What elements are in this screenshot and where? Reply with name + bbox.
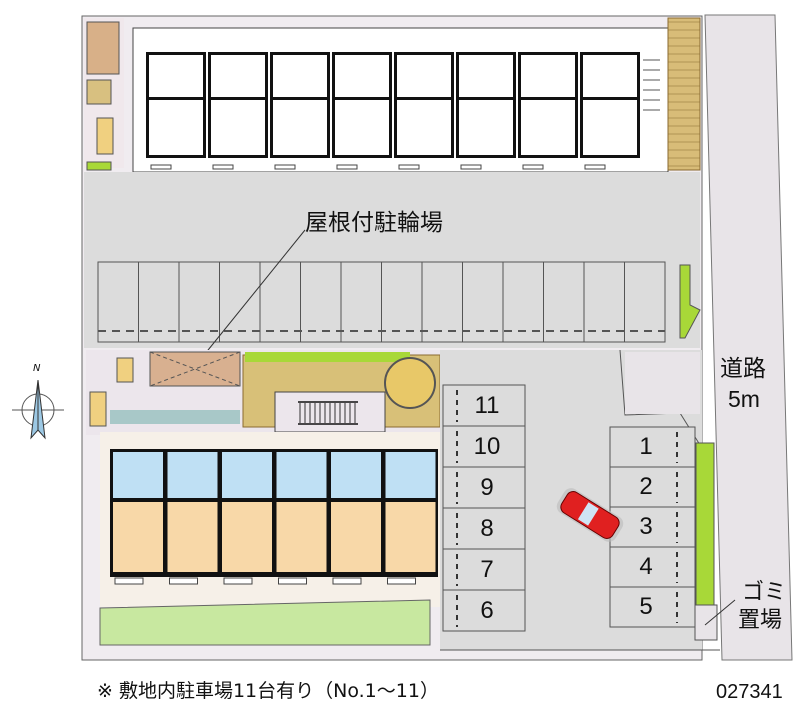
green-belt bbox=[99, 599, 431, 646]
stall bbox=[340, 261, 382, 343]
stall bbox=[381, 261, 423, 343]
stall bbox=[219, 261, 261, 343]
parking-space bbox=[609, 466, 696, 508]
parking-number: 1 bbox=[639, 433, 653, 460]
apartment-unit bbox=[385, 452, 436, 498]
planting bbox=[679, 264, 701, 339]
stall bbox=[502, 261, 544, 343]
garbage-label-2: 置場 bbox=[738, 608, 783, 633]
stall bbox=[421, 261, 463, 343]
road-label: 道路 bbox=[720, 356, 766, 382]
stall bbox=[97, 261, 139, 343]
round-planter bbox=[384, 357, 436, 409]
stall bbox=[138, 261, 180, 343]
bike-shelter-label: 屋根付駐輪場 bbox=[305, 210, 443, 236]
stall bbox=[178, 261, 220, 343]
outdoor-unit bbox=[86, 21, 120, 75]
parking-note: ※ 敷地内駐車場11台有り（No.1～11） bbox=[97, 680, 439, 702]
garbage-area bbox=[694, 604, 718, 641]
parking-space bbox=[609, 506, 696, 548]
property-code: 027341 bbox=[716, 681, 783, 703]
stall bbox=[543, 261, 585, 343]
road bbox=[704, 14, 793, 661]
parking-number: 5 bbox=[639, 593, 653, 620]
apartment-unit bbox=[276, 452, 327, 498]
outdoor-unit bbox=[96, 117, 114, 155]
bottom-building bbox=[110, 449, 438, 577]
apartment-unit bbox=[331, 452, 381, 498]
stall bbox=[300, 261, 342, 343]
outdoor-unit bbox=[86, 79, 112, 105]
compass-north-label: N bbox=[33, 363, 41, 374]
stall bbox=[624, 261, 666, 343]
stall bbox=[583, 261, 625, 343]
apartment-unit bbox=[167, 452, 218, 498]
apartment-unit bbox=[222, 452, 272, 498]
road-width-label: 5m bbox=[728, 386, 760, 412]
parking-space bbox=[442, 589, 526, 632]
parking-space bbox=[609, 586, 696, 628]
hedge bbox=[695, 442, 715, 606]
parking-number: 9 bbox=[480, 474, 494, 501]
parking-number: 11 bbox=[474, 392, 500, 419]
parking-space bbox=[609, 426, 696, 468]
apartment-unit bbox=[113, 452, 163, 498]
stall bbox=[462, 261, 504, 343]
parking-number: 8 bbox=[480, 515, 494, 542]
parking-number: 4 bbox=[639, 553, 653, 580]
car-icon bbox=[556, 488, 624, 542]
parking-space bbox=[609, 546, 696, 588]
parking-number: 2 bbox=[639, 473, 653, 500]
parking-number: 7 bbox=[480, 556, 494, 583]
compass-icon bbox=[12, 379, 64, 440]
parking-number: 6 bbox=[480, 597, 494, 624]
parking-number: 3 bbox=[639, 513, 653, 540]
parking-number: 10 bbox=[473, 433, 501, 460]
garbage-label: ゴミ bbox=[742, 580, 787, 605]
